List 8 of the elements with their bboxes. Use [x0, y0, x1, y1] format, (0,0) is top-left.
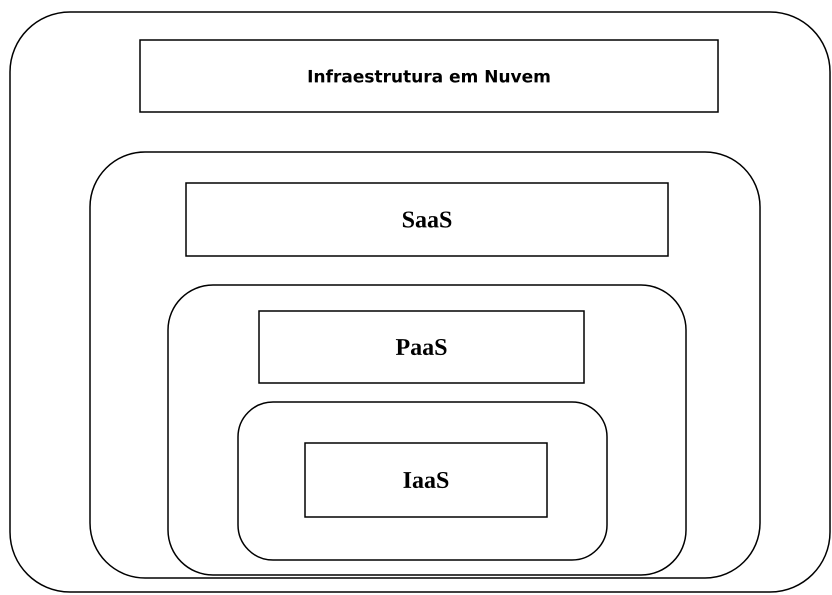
rounded-box: [9, 11, 831, 593]
rounded-box: [167, 284, 687, 576]
label-box: Infraestrutura em Nuvem: [139, 39, 719, 113]
label-box: PaaS: [258, 310, 585, 384]
label-box: IaaS: [304, 442, 548, 518]
rounded-box: [237, 401, 608, 561]
rounded-box: [89, 151, 761, 579]
label-box: SaaS: [185, 182, 669, 257]
